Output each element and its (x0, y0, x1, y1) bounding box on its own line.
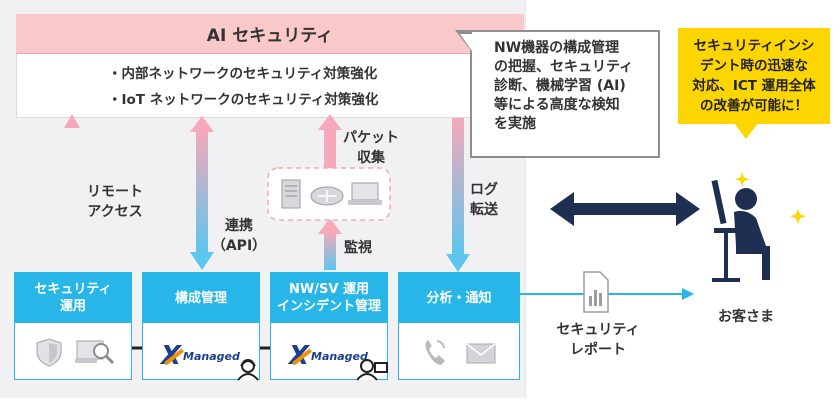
benefit-line: の改善が可能に！ (700, 98, 808, 114)
bidirectional-arrow (550, 192, 700, 226)
x-managed-logo: X Managed (161, 343, 261, 369)
module-title-line: インシデント管理 (276, 299, 381, 314)
phone-icon (425, 340, 445, 365)
remote-access-label: リモート アクセス (80, 182, 150, 222)
module-title-line: NW/SV 運用 (289, 282, 369, 297)
remote-access-arrow (64, 114, 80, 272)
packet-collect-arrow (318, 114, 342, 168)
mail-icon (466, 343, 496, 364)
logo-x-mark: X (161, 341, 182, 371)
monitoring-label: 監視 (344, 240, 372, 256)
label-line: （API） (211, 238, 267, 254)
label-line: ログ (470, 182, 498, 198)
security-report-label: セキュリティ レポート (548, 320, 648, 360)
monitoring-arrow (318, 218, 342, 270)
shield-icon (36, 338, 62, 367)
laptop-icon (348, 182, 382, 205)
logo-text: Managed (183, 349, 240, 363)
operator-headset-icon (237, 359, 259, 381)
module-title: NW/SV 運用 インシデント管理 (271, 273, 387, 323)
callout-line: を実施 (494, 116, 536, 132)
module-title: 構成管理 (143, 273, 259, 323)
log-transfer-arrow (446, 118, 470, 272)
router-icon (310, 186, 344, 206)
module-security-ops: セキュリティ 運用 (14, 272, 132, 380)
module-nw-sv-ops: NW/SV 運用 インシデント管理 X Managed (270, 272, 389, 381)
ai-security-title: AI セキュリティ (16, 14, 524, 54)
sparkle-icon (735, 172, 806, 224)
ai-bullet-internal: ・内部ネットワークのセキュリティ対策強化 (108, 66, 378, 82)
operator-pc-icon (357, 359, 388, 381)
module-title-line: セキュリティ (34, 282, 112, 297)
label-line: 転送 (470, 202, 498, 218)
log-transfer-label: ログ 転送 (462, 180, 506, 220)
module-title-line: 運用 (59, 299, 86, 314)
magnifier-monitor-icon (75, 340, 115, 365)
module-analysis-notify: 分析・通知 (398, 272, 520, 380)
logo-x-mark: X (289, 341, 310, 371)
benefit-note: セキュリティインシ デント時の迅速な 対応、ICT 運用全体 の改善が可能に！ (678, 28, 830, 124)
x-managed-logo: X Managed (289, 343, 389, 369)
security-ops-icons (36, 338, 115, 367)
integration-arrow (190, 116, 214, 270)
module-title: 分析・通知 (399, 273, 519, 323)
callout-line: 診断、機械学習 (AI) (494, 78, 626, 94)
label-line: アクセス (87, 204, 143, 220)
module-config-management: 構成管理 X Managed (142, 272, 261, 381)
label-line: パケット (343, 130, 399, 146)
label-line: 連携 (225, 218, 253, 234)
report-document-icon (583, 271, 609, 313)
ai-detection-callout: NW機器の構成管理 の把握、セキュリティ 診断、機械学習 (AI) 等による高度… (470, 30, 660, 158)
packet-collect-label: パケット 収集 (336, 128, 406, 168)
module-title: セキュリティ 運用 (15, 273, 131, 323)
label-line: レポート (570, 342, 626, 358)
analysis-notify-icons (425, 340, 496, 365)
label-line: セキュリティ (556, 322, 640, 338)
callout-line: NW機器の構成管理 (494, 40, 620, 56)
server-icon (281, 179, 301, 209)
customer-person-icon (711, 179, 770, 282)
logo-text: Managed (311, 349, 368, 363)
benefit-line: セキュリティインシ (693, 38, 815, 54)
callout-line: の把握、セキュリティ (494, 59, 634, 75)
benefit-tail (734, 123, 758, 139)
callout-line: 等による高度な検知 (494, 97, 620, 113)
integration-label: 連携 （API） (208, 216, 270, 256)
benefit-line: デント時の迅速な (700, 58, 808, 74)
benefit-line: 対応、ICT 運用全体 (692, 78, 816, 94)
callout-tail-inner (460, 34, 474, 54)
ai-bullet-iot: ・IoT ネットワークのセキュリティ対策強化 (108, 92, 379, 108)
label-line: リモート (87, 184, 143, 200)
label-line: 収集 (357, 150, 385, 166)
customer-label: お客さま (718, 309, 774, 325)
